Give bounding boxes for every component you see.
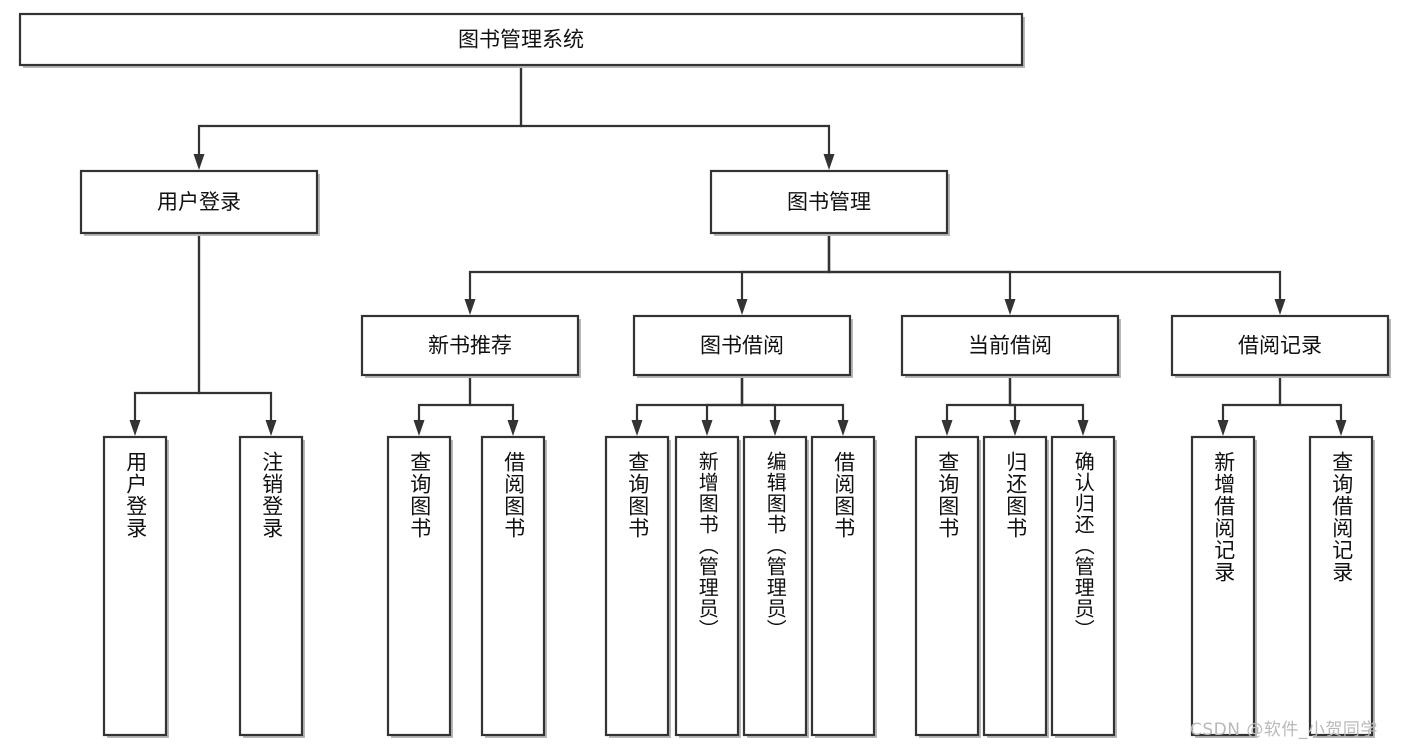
edge-records-to-rc-query <box>1278 375 1347 436</box>
node-rect[interactable] <box>1050 435 1116 737</box>
node-rect[interactable] <box>1308 435 1374 737</box>
node-label: 图书借阅 <box>700 334 784 358</box>
node-label: 借阅记录 <box>1238 334 1322 358</box>
node-cu-query[interactable] <box>914 435 981 738</box>
edge-root-to-bookmgmt <box>519 65 835 170</box>
node-records[interactable]: 借阅记录 <box>1170 314 1391 378</box>
node-borrow[interactable]: 图书借阅 <box>632 314 853 378</box>
node-label: 图书管理 <box>787 190 871 214</box>
node-rect[interactable] <box>709 169 949 235</box>
node-current[interactable]: 当前借阅 <box>900 314 1121 378</box>
node-cu-confirm[interactable] <box>1050 435 1117 738</box>
node-bw-add[interactable] <box>674 435 741 738</box>
node-label: 当前借阅 <box>968 334 1052 358</box>
edge-bookmgmt-to-borrow <box>736 233 831 315</box>
node-label: 图书管理系统 <box>458 28 584 52</box>
node-rect[interactable] <box>632 314 852 377</box>
node-bw-edit[interactable] <box>742 435 809 738</box>
node-label: 用户登录 <box>157 190 241 214</box>
node-rect[interactable] <box>238 435 304 737</box>
node-rc-add[interactable] <box>1190 435 1257 738</box>
node-nb-query[interactable] <box>386 435 453 738</box>
edge-login-to-login-out <box>197 233 277 436</box>
node-rect[interactable] <box>1190 435 1256 737</box>
edge-current-to-cu-confirm <box>1008 375 1089 436</box>
edge-bookmgmt-to-current <box>827 233 1016 315</box>
node-login[interactable]: 用户登录 <box>79 169 320 236</box>
edge-borrow-to-bw-lend <box>740 375 849 436</box>
node-login-out[interactable] <box>238 435 305 738</box>
node-nb-borrow[interactable] <box>480 435 547 738</box>
watermark-text: CSDN @软件_小贺同学 <box>1190 720 1378 740</box>
edge-bookmgmt-to-records <box>827 233 1286 315</box>
node-newbook[interactable]: 新书推荐 <box>360 314 581 378</box>
node-bw-query[interactable] <box>604 435 671 738</box>
node-rect[interactable] <box>386 435 452 737</box>
node-label: 新书推荐 <box>428 334 512 358</box>
node-rect[interactable] <box>742 435 808 737</box>
edges-layer <box>129 65 1347 436</box>
edge-root-to-login <box>193 65 523 170</box>
node-rect[interactable] <box>480 435 546 737</box>
node-rect[interactable] <box>604 435 670 737</box>
edge-borrow-to-bw-add <box>701 375 744 436</box>
node-rect[interactable] <box>982 435 1048 737</box>
node-rect[interactable] <box>810 435 876 737</box>
node-rect[interactable] <box>1170 314 1390 377</box>
node-rect[interactable] <box>102 435 168 737</box>
node-rect[interactable] <box>360 314 580 377</box>
edge-bookmgmt-to-newbook <box>464 233 831 315</box>
edge-newbook-to-nb-query <box>413 375 472 436</box>
node-cu-return[interactable] <box>982 435 1049 738</box>
node-rc-query[interactable] <box>1308 435 1375 738</box>
node-rect[interactable] <box>674 435 740 737</box>
edge-newbook-to-nb-borrow <box>468 375 519 436</box>
node-rect[interactable] <box>914 435 980 737</box>
node-bw-lend[interactable] <box>810 435 877 738</box>
node-root[interactable]: 图书管理系统 <box>18 12 1025 68</box>
node-login-in[interactable] <box>102 435 169 738</box>
node-rect[interactable] <box>900 314 1120 377</box>
edge-current-to-cu-query <box>941 375 1012 436</box>
node-rect[interactable] <box>79 169 319 235</box>
node-rect[interactable] <box>18 12 1024 67</box>
edge-login-to-login-in <box>129 233 201 436</box>
edge-records-to-rc-add <box>1217 375 1282 436</box>
node-bookmgmt[interactable]: 图书管理 <box>709 169 950 236</box>
